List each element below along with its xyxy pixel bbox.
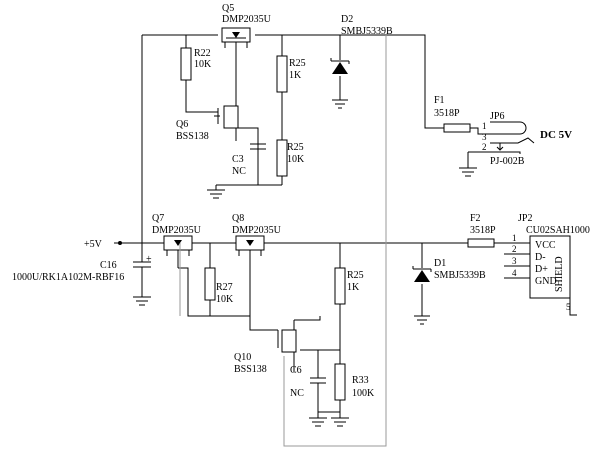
vin-node: [118, 241, 122, 245]
jp2-value: CU02SAH1000: [526, 225, 590, 236]
d2-ref: D2: [341, 14, 353, 25]
jp6-value: PJ-002B: [490, 156, 525, 167]
gate-to-q10-wire: [249, 316, 278, 331]
r22-wire: [185, 35, 218, 113]
r25-bot-value: 1K: [347, 282, 360, 293]
d1-zener-diode: [412, 243, 432, 325]
q7-value: DMP2035U: [152, 225, 202, 236]
q7-transistor: [152, 235, 236, 268]
q10-ref: Q10: [234, 352, 251, 363]
svg-text:+: +: [146, 254, 152, 265]
r27-value: 10K: [216, 294, 234, 305]
r22-ref: R22: [194, 48, 211, 59]
f2-fuse: [467, 238, 495, 248]
c16-capacitor: +: [133, 243, 152, 306]
c16-ref: C16: [100, 260, 117, 271]
r25-mid-value: 10K: [287, 154, 305, 165]
r25-bot-ref: R25: [347, 270, 364, 281]
jp6-pin-3: 3: [482, 132, 487, 142]
jp2-pin-1: 1: [512, 233, 517, 243]
f2-value: 3518P: [470, 225, 496, 236]
c6-ref: C6: [290, 365, 302, 376]
jp2-pin-2: 2: [512, 244, 517, 254]
q8-transistor: [235, 235, 454, 268]
q8-ref: Q8: [232, 213, 244, 224]
r25-mid-resistor: [276, 139, 288, 177]
r25-bot-resistor: [334, 267, 346, 305]
bottom-ground-rail: [318, 411, 341, 418]
top-section: Q5 DMP2035U R22 10K R25 1K D2 SMBJ5339B …: [141, 3, 572, 243]
q10-value: BSS138: [234, 364, 267, 375]
r33-ref: R33: [352, 375, 369, 386]
q6-ref: Q6: [176, 119, 188, 130]
jp2-pin-3: 3: [512, 256, 517, 266]
d2-zener-diode: [330, 35, 350, 109]
jp6-dc-jack: [459, 121, 535, 177]
q5-transistor: [221, 27, 251, 60]
q6-transistor: [214, 92, 259, 152]
c16-value: 1000U/RK1A102M-RBF16: [12, 272, 124, 283]
q7-ref: Q7: [152, 213, 164, 224]
jp2-usb-connector: [504, 235, 577, 316]
r25-top-resistor: [276, 55, 288, 93]
f2-ref: F2: [470, 213, 481, 224]
q5-value: DMP2035U: [222, 14, 272, 25]
bottom-ground-symbol: [331, 417, 349, 427]
r33-value: 100K: [352, 388, 375, 399]
r27-resistor: [204, 267, 216, 301]
c3-capacitor: [250, 128, 266, 185]
jp2-pin-gnd: GND: [535, 276, 557, 287]
f1-value: 3518P: [434, 108, 460, 119]
jp2-pin-vcc: VCC: [535, 240, 556, 251]
jp6-ref: JP6: [490, 111, 504, 122]
f1-ref: F1: [434, 95, 445, 106]
r25-top-ref: R25: [289, 58, 306, 69]
bottom-section: +5V + C16 1000U/RK1A102M-RBF16 Q7 DMP203…: [12, 35, 590, 447]
q7-q8-gate-net: [178, 267, 251, 317]
r22-resistor: [180, 47, 192, 81]
q10-transistor: [277, 316, 340, 372]
d2-value: SMBJ5339B: [341, 26, 393, 37]
c6-capacitor: [310, 350, 326, 412]
jp2-pin-4: 4: [512, 268, 517, 278]
d1-ref: D1: [434, 258, 446, 269]
c3-ref: C3: [232, 154, 244, 165]
q6-value: BSS138: [176, 131, 209, 142]
jp6-pin-2: 2: [482, 142, 487, 152]
top-ground-symbol: [207, 189, 225, 199]
enclosure-frame: [283, 35, 387, 447]
jp6-pin-1: 1: [482, 121, 487, 131]
r33-resistor: [334, 363, 346, 401]
f1-wire: [434, 127, 492, 135]
r25-top-value: 1K: [289, 70, 302, 81]
jp2-pin-5: 5: [566, 302, 571, 312]
c6-value: NC: [290, 388, 304, 399]
r25-mid-ref: R25: [287, 142, 304, 153]
jp2-shield-label: SHIELD: [554, 256, 565, 292]
vin-net-label: +5V: [84, 239, 103, 250]
c6-ground-symbol: [309, 412, 327, 427]
dc-5v-label: DC 5V: [540, 129, 572, 141]
r27-ref: R27: [216, 282, 233, 293]
f1-fuse: [443, 123, 471, 133]
c3-value: NC: [232, 166, 246, 177]
q5-ref: Q5: [222, 3, 234, 14]
jp2-pin-dminus: D-: [535, 252, 546, 263]
r22-value: 10K: [194, 59, 212, 70]
d1-value: SMBJ5339B: [434, 270, 486, 281]
jp2-pin-dplus: D+: [535, 264, 548, 275]
q8-value: DMP2035U: [232, 225, 282, 236]
jp2-ref: JP2: [518, 213, 532, 224]
